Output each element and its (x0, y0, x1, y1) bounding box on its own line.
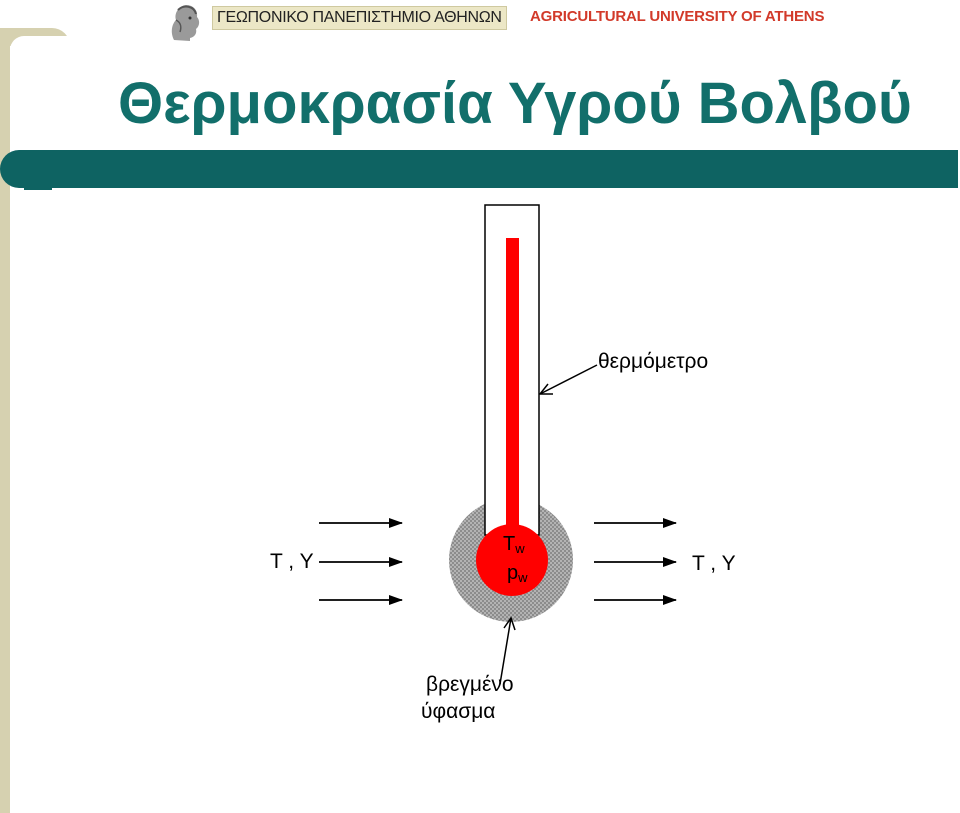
cloth-leader-head (503, 616, 516, 631)
slide-title: Θερμοκρασία Υγρού Βολβού (118, 71, 912, 136)
slide-frame-corner (10, 36, 70, 50)
bulb-pressure-subscript: w (518, 570, 528, 585)
university-name-english: AGRICULTURAL UNIVERSITY OF ATHENS (530, 8, 825, 25)
thermometer-label: θερμόμετρο (598, 350, 709, 373)
slide-left-frame (0, 34, 10, 813)
university-name-greek: ΓΕΩΠΟΝΙΚΟ ΠΑΝΕΠΙΣΤΗΜΙΟ ΑΘΗΝΩΝ (212, 6, 507, 30)
thermometer-bulb (476, 524, 548, 596)
university-header: ΓΕΩΠΟΝΙΚΟ ΠΑΝΕΠΙΣΤΗΜΙΟ ΑΘΗΝΩΝ AGRICULTUR… (164, 0, 864, 44)
title-underline-band (0, 150, 958, 188)
bulb-temperature-label: Tw (503, 533, 525, 556)
bulb-temperature-symbol: T (503, 533, 516, 555)
mercury-column (506, 238, 519, 538)
inlet-conditions-label: T , Y (270, 550, 314, 573)
thermometer-leader-head (538, 383, 553, 395)
wet-cloth-label-line1: βρεγμένο (426, 673, 514, 696)
title-band-notch (24, 186, 52, 190)
wet-cloth-label-line2: ύφασμα (421, 700, 496, 723)
athena-head-logo-icon (171, 5, 200, 41)
bulb-pressure-symbol: p (507, 562, 519, 584)
outlet-conditions-label: T , Y (692, 552, 736, 575)
bulb-pressure-label: pw (507, 562, 528, 585)
bulb-temperature-subscript: w (515, 541, 525, 556)
cloth-leader-line (499, 617, 512, 685)
thermometer-leader-line (539, 364, 598, 395)
